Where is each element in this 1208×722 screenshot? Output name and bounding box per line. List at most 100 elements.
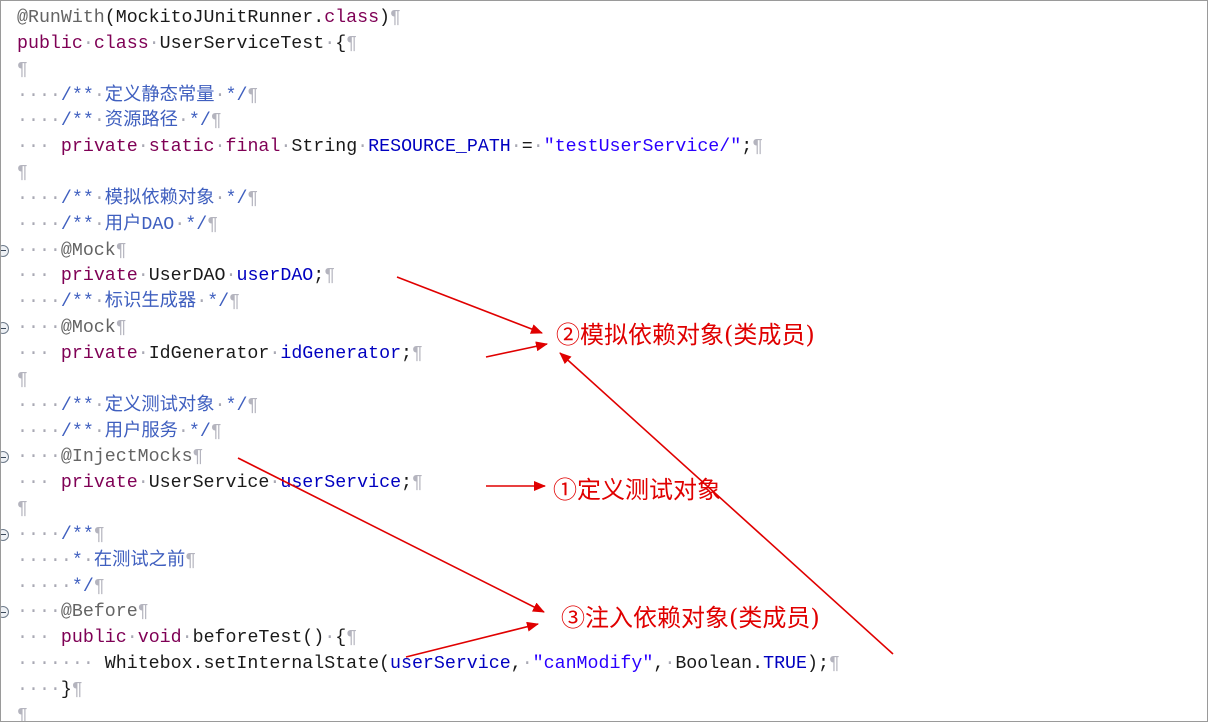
code-line[interactable]: ····/**¶ — [1, 523, 1207, 549]
code-line[interactable]: ····/**·用户服务·*/¶ — [1, 420, 1207, 446]
code-token: UserDAO — [148, 266, 226, 287]
comment-token: */ — [188, 421, 211, 442]
code-line[interactable]: ····/**·定义静态常量·*/¶ — [1, 84, 1207, 110]
pilcrow-marker: ¶ — [324, 266, 336, 287]
pilcrow-marker: ¶ — [17, 369, 28, 390]
code-line[interactable]: ¶ — [1, 58, 1207, 84]
pilcrow-marker: ¶ — [185, 550, 197, 571]
pilcrow-marker: ¶ — [752, 137, 764, 158]
code-token: ; — [313, 266, 325, 287]
field-token: userService — [390, 654, 511, 675]
code-line[interactable]: ··· public·void·beforeTest()·{¶ — [1, 626, 1207, 652]
comment-token: * — [71, 550, 83, 571]
comment-token: */ — [225, 85, 248, 106]
pilcrow-marker: ¶ — [247, 85, 259, 106]
whitespace-marker: ···· — [17, 602, 61, 623]
code-line[interactable]: @RunWith(MockitoJUnitRunner.class)¶ — [1, 6, 1207, 32]
code-line[interactable]: ··· private·static·final·String·RESOURCE… — [1, 135, 1207, 161]
comment-token: /** — [60, 85, 94, 106]
code-line[interactable]: ·····*/¶ — [1, 575, 1207, 601]
keyword-token: void — [137, 628, 182, 649]
code-token: Boolean. — [675, 654, 764, 675]
fold-toggle-icon[interactable] — [1, 606, 9, 619]
code-line[interactable]: ····}¶ — [1, 678, 1207, 704]
code-line[interactable]: ¶ — [1, 368, 1207, 394]
code-line[interactable]: ·····*·在测试之前¶ — [1, 549, 1207, 575]
whitespace-marker — [50, 266, 61, 286]
keyword-token: class — [93, 33, 149, 54]
comment-token: 用户服务 — [104, 421, 178, 442]
whitespace-marker: · — [137, 343, 149, 364]
whitespace-marker: · — [137, 266, 149, 287]
whitespace-marker: · — [93, 421, 105, 442]
keyword-token: class — [324, 8, 380, 28]
whitespace-marker: · — [664, 654, 676, 675]
whitespace-marker — [50, 344, 61, 364]
fold-toggle-icon[interactable] — [1, 528, 9, 541]
annotation-token: @Before — [60, 602, 138, 623]
whitespace-marker: · — [324, 33, 336, 54]
whitespace-marker: · — [214, 85, 226, 106]
keyword-token: public — [60, 628, 127, 649]
whitespace-marker: · — [269, 473, 281, 494]
code-line[interactable]: ······· Whitebox.setInternalState(userSe… — [1, 652, 1207, 678]
pilcrow-marker: ¶ — [93, 524, 105, 545]
field-token: RESOURCE_PATH — [368, 137, 511, 158]
code-token: Whitebox.setInternalState( — [104, 654, 391, 675]
whitespace-marker: · — [510, 137, 522, 158]
code-line[interactable]: ····/**·用户DAO·*/¶ — [1, 213, 1207, 239]
whitespace-marker: · — [280, 137, 292, 158]
code-line[interactable]: ··· private·IdGenerator·idGenerator;¶ — [1, 342, 1207, 368]
code-token: = — [521, 137, 533, 158]
whitespace-marker: · — [214, 395, 226, 416]
whitespace-marker: ···· — [17, 188, 61, 209]
code-token: ) — [379, 8, 391, 28]
whitespace-marker: ······· — [17, 654, 94, 675]
pilcrow-marker: ¶ — [93, 576, 105, 597]
code-token: IdGenerator — [148, 343, 270, 364]
code-line[interactable]: ····/**·标识生成器·*/¶ — [1, 290, 1207, 316]
code-token: UserServiceTest — [159, 33, 325, 54]
comment-token: 资源路径 — [104, 111, 178, 132]
keyword-token: private — [60, 266, 138, 287]
whitespace-marker: ··· — [17, 137, 50, 158]
code-line[interactable]: public·class·UserServiceTest·{¶ — [1, 32, 1207, 58]
code-token: beforeTest() — [192, 628, 325, 649]
fold-toggle-icon[interactable] — [1, 244, 9, 257]
fold-toggle-icon[interactable] — [1, 451, 9, 464]
code-line[interactable]: ····/**·模拟依赖对象·*/¶ — [1, 187, 1207, 213]
keyword-token: private — [60, 137, 138, 158]
code-line[interactable]: ····/**·资源路径·*/¶ — [1, 109, 1207, 135]
comment-token: 标识生成器 — [104, 292, 197, 313]
code-line[interactable]: ··· private·UserDAO·userDAO;¶ — [1, 264, 1207, 290]
fold-toggle-icon[interactable] — [1, 322, 9, 335]
pilcrow-marker: ¶ — [115, 240, 127, 261]
whitespace-marker: · — [225, 266, 237, 287]
annotation-token: @Mock — [60, 318, 116, 339]
whitespace-marker: ···· — [17, 395, 61, 416]
code-token: { — [335, 33, 347, 54]
whitespace-marker: ··· — [17, 473, 50, 494]
keyword-token: public — [17, 33, 83, 54]
comment-token: */ — [207, 292, 230, 313]
keyword-token: static — [148, 137, 215, 158]
whitespace-marker: ···· — [17, 318, 61, 339]
code-line[interactable]: ¶ — [1, 704, 1207, 721]
pilcrow-marker: ¶ — [192, 447, 204, 468]
comment-token: /** — [60, 292, 94, 313]
field-token: userService — [280, 473, 402, 494]
code-line[interactable]: ¶ — [1, 497, 1207, 523]
code-line[interactable]: ¶ — [1, 161, 1207, 187]
code-line[interactable]: ····@Mock¶ — [1, 239, 1207, 265]
whitespace-marker: · — [269, 343, 281, 364]
annotation-token: @Mock — [60, 240, 116, 261]
whitespace-marker: · — [174, 214, 186, 235]
code-line[interactable]: ····@Mock¶ — [1, 316, 1207, 342]
whitespace-marker: · — [181, 628, 193, 649]
code-line[interactable]: ····/**·定义测试对象·*/¶ — [1, 394, 1207, 420]
whitespace-marker: · — [93, 85, 105, 106]
code-line[interactable]: ····@Before¶ — [1, 600, 1207, 626]
field-token: TRUE — [763, 654, 807, 675]
whitespace-marker: · — [126, 628, 138, 649]
code-line[interactable]: ····@InjectMocks¶ — [1, 445, 1207, 471]
